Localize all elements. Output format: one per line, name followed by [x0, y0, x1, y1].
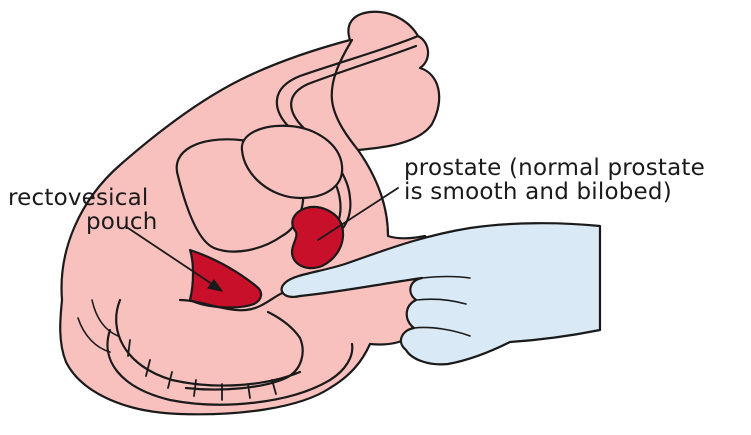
- rectovesical-pouch-label: rectovesical pouch: [8, 186, 157, 234]
- rectovesical-pouch-label-line2: pouch: [8, 210, 157, 234]
- rectovesical-pouch-label-line1: rectovesical: [8, 186, 157, 210]
- prostate-label-line1: prostate (normal prostate: [404, 156, 705, 180]
- prostate-label-line2: is smooth and bilobed): [404, 180, 705, 204]
- prostate-label: prostate (normal prostate is smooth and …: [404, 156, 705, 204]
